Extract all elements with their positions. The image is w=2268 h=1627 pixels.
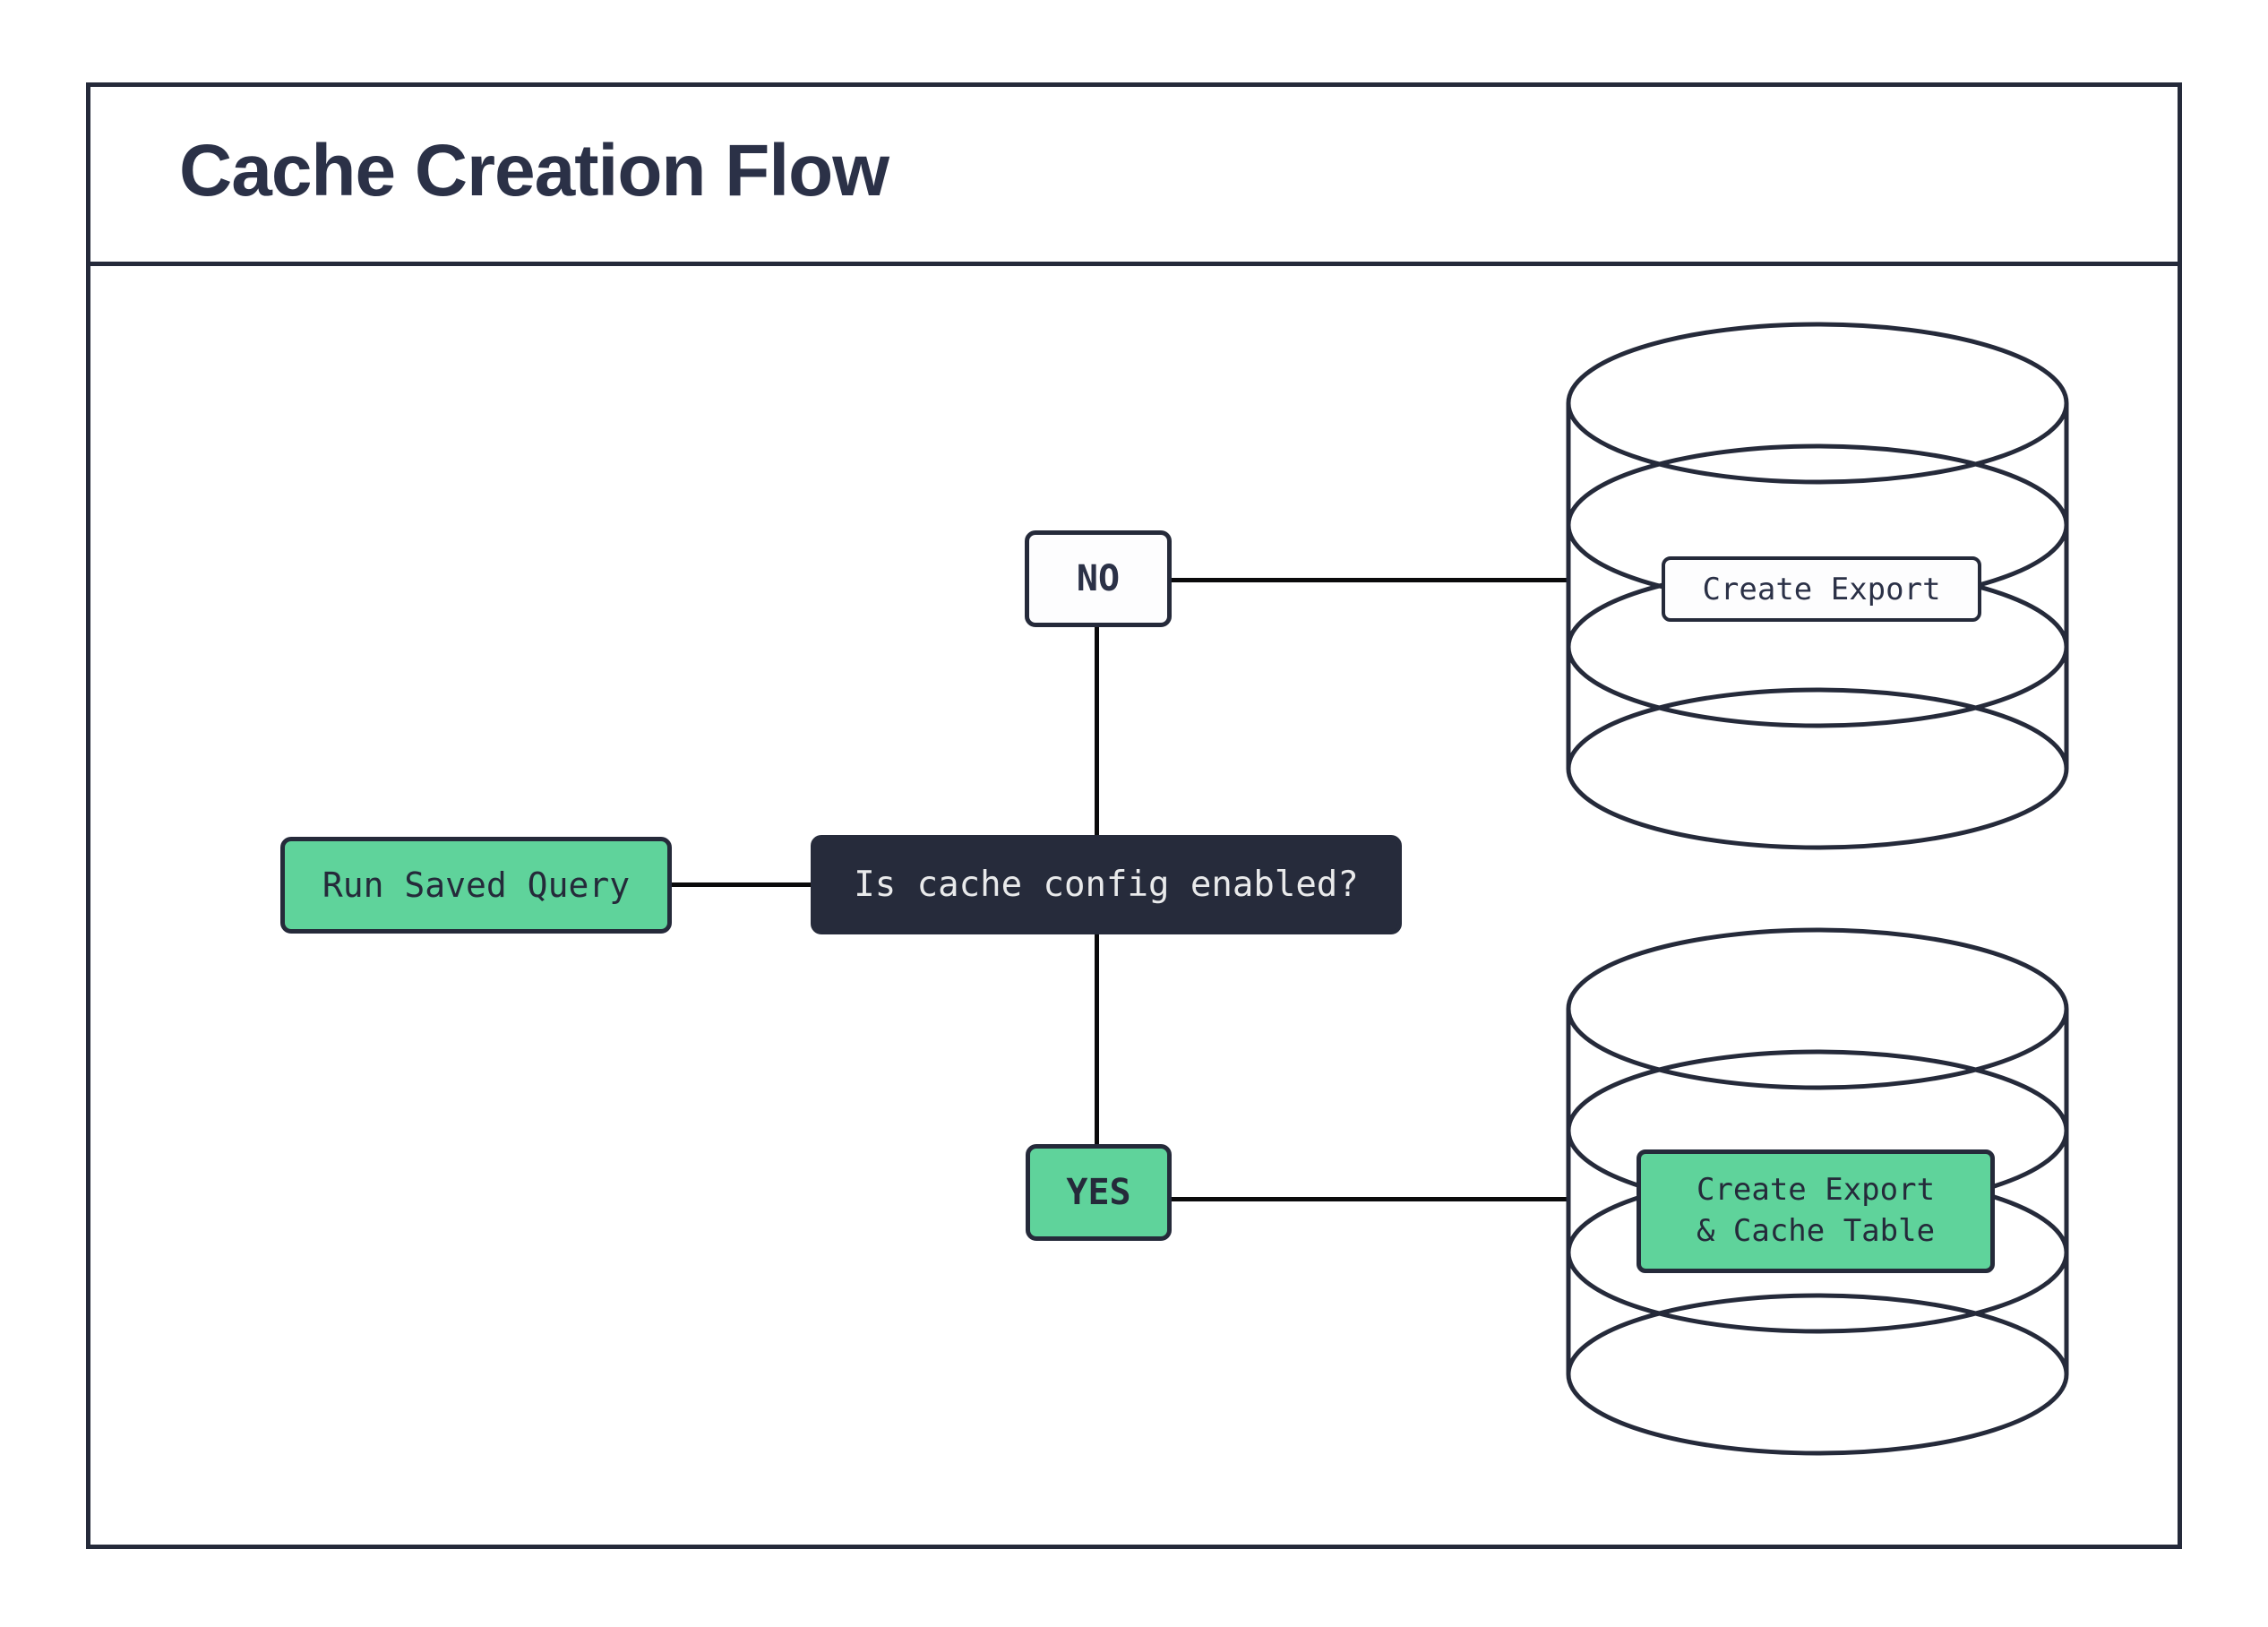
connector-yes-to-database bbox=[1172, 1197, 1567, 1201]
run-saved-query-node: Run Saved Query bbox=[280, 837, 672, 934]
yes-branch-node: YES bbox=[1026, 1144, 1172, 1241]
page-title: Cache Creation Flow bbox=[179, 130, 889, 211]
create-export-cache-node: Create Export & Cache Table bbox=[1637, 1149, 1995, 1273]
run-saved-query-label: Run Saved Query bbox=[322, 865, 631, 905]
create-export-node: Create Export bbox=[1662, 556, 1981, 622]
cache-config-decision-label: Is cache config enabled? bbox=[854, 865, 1359, 905]
title-separator bbox=[86, 262, 2182, 266]
connector-start-to-decision bbox=[672, 882, 811, 887]
diagram-frame bbox=[86, 82, 2182, 1549]
create-export-cache-line1: Create Export bbox=[1696, 1172, 1936, 1209]
yes-branch-label: YES bbox=[1066, 1172, 1131, 1213]
no-branch-label: NO bbox=[1076, 558, 1121, 599]
connector-decision-to-no bbox=[1095, 627, 1099, 835]
create-export-cache-line2: & Cache Table bbox=[1696, 1213, 1936, 1249]
connector-decision-to-yes bbox=[1095, 934, 1099, 1144]
cache-config-decision-node: Is cache config enabled? bbox=[811, 835, 1402, 934]
create-export-label: Create Export bbox=[1702, 571, 1941, 607]
connector-no-to-database bbox=[1172, 578, 1567, 582]
no-branch-node: NO bbox=[1025, 530, 1172, 627]
